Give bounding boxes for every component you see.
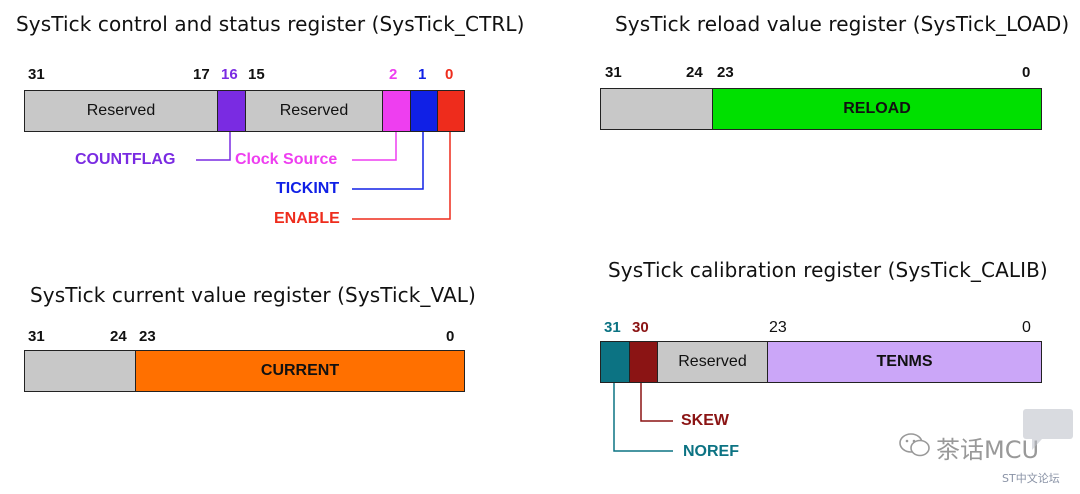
ctrl-bit-0: 0 (445, 66, 454, 83)
val-bit-0: 0 (446, 328, 455, 345)
countflag-label: COUNTFLAG (75, 151, 176, 168)
calib-title: SysTick calibration register (SysTick_CA… (608, 258, 1048, 282)
tickint-bit-field (410, 91, 437, 131)
calib-register-bar: Reserved TENMS (600, 341, 1042, 383)
load-title: SysTick reload value register (SysTick_L… (615, 12, 1070, 36)
skew-bit-field (629, 342, 657, 382)
ctrl-bit-16: 16 (221, 66, 238, 83)
calib-reserved-field: Reserved (657, 342, 767, 382)
noref-bit-field (601, 342, 629, 382)
enable-bit-field (437, 91, 464, 131)
skew-label: SKEW (681, 412, 729, 429)
ctrl-reserved-high-label: Reserved (86, 102, 156, 119)
load-bit-23: 23 (717, 64, 734, 81)
ctrl-reserved-low-label: Reserved (279, 102, 349, 119)
ctrl-bit-31: 31 (28, 66, 45, 83)
val-bit-31: 31 (28, 328, 45, 345)
ctrl-register-bar: Reserved Reserved (24, 90, 465, 132)
noref-label: NOREF (683, 443, 739, 460)
load-register-bar: RELOAD (600, 88, 1042, 130)
clocksource-bit-field (382, 91, 410, 131)
current-field: CURRENT (135, 351, 464, 391)
tickint-label: TICKINT (276, 180, 340, 197)
ctrl-bit-1: 1 (418, 66, 427, 83)
ctrl-bit-17: 17 (193, 66, 210, 83)
ctrl-reserved-low-field: Reserved (245, 91, 382, 131)
enable-label: ENABLE (274, 210, 340, 227)
load-bit-0: 0 (1022, 64, 1031, 81)
calib-bit-30: 30 (632, 319, 649, 336)
val-title: SysTick current value register (SysTick_… (30, 283, 476, 307)
tenms-label: TENMS (876, 353, 933, 370)
ctrl-reserved-high-field: Reserved (25, 91, 217, 131)
watermark-site: ST中文论坛 (1002, 472, 1060, 485)
current-label: CURRENT (260, 362, 340, 379)
val-register-bar: CURRENT (24, 350, 465, 392)
tenms-field: TENMS (767, 342, 1041, 382)
calib-reserved-label: Reserved (678, 353, 747, 370)
val-bit-23: 23 (139, 328, 156, 345)
calib-bit-0: 0 (1022, 319, 1031, 336)
val-reserved-field (25, 351, 135, 391)
wechat-chat-bubbles-icon (899, 433, 930, 457)
ctrl-bit-15: 15 (248, 66, 265, 83)
calib-bit-23: 23 (769, 319, 787, 336)
reload-field: RELOAD (712, 89, 1041, 129)
calib-bit-31: 31 (604, 319, 621, 336)
st-forum-logo-icon (1023, 409, 1073, 450)
clock-source-label: Clock Source (235, 151, 338, 168)
ctrl-bit-2: 2 (389, 66, 398, 83)
ctrl-title: SysTick control and status register (Sys… (16, 12, 525, 36)
val-bit-24: 24 (110, 328, 127, 345)
load-reserved-field (601, 89, 712, 129)
load-bit-31: 31 (605, 64, 622, 81)
countflag-bit-field (217, 91, 245, 131)
reload-label: RELOAD (843, 100, 911, 117)
load-bit-24: 24 (686, 64, 703, 81)
watermark-brand: 茶话MCU (936, 436, 1040, 464)
